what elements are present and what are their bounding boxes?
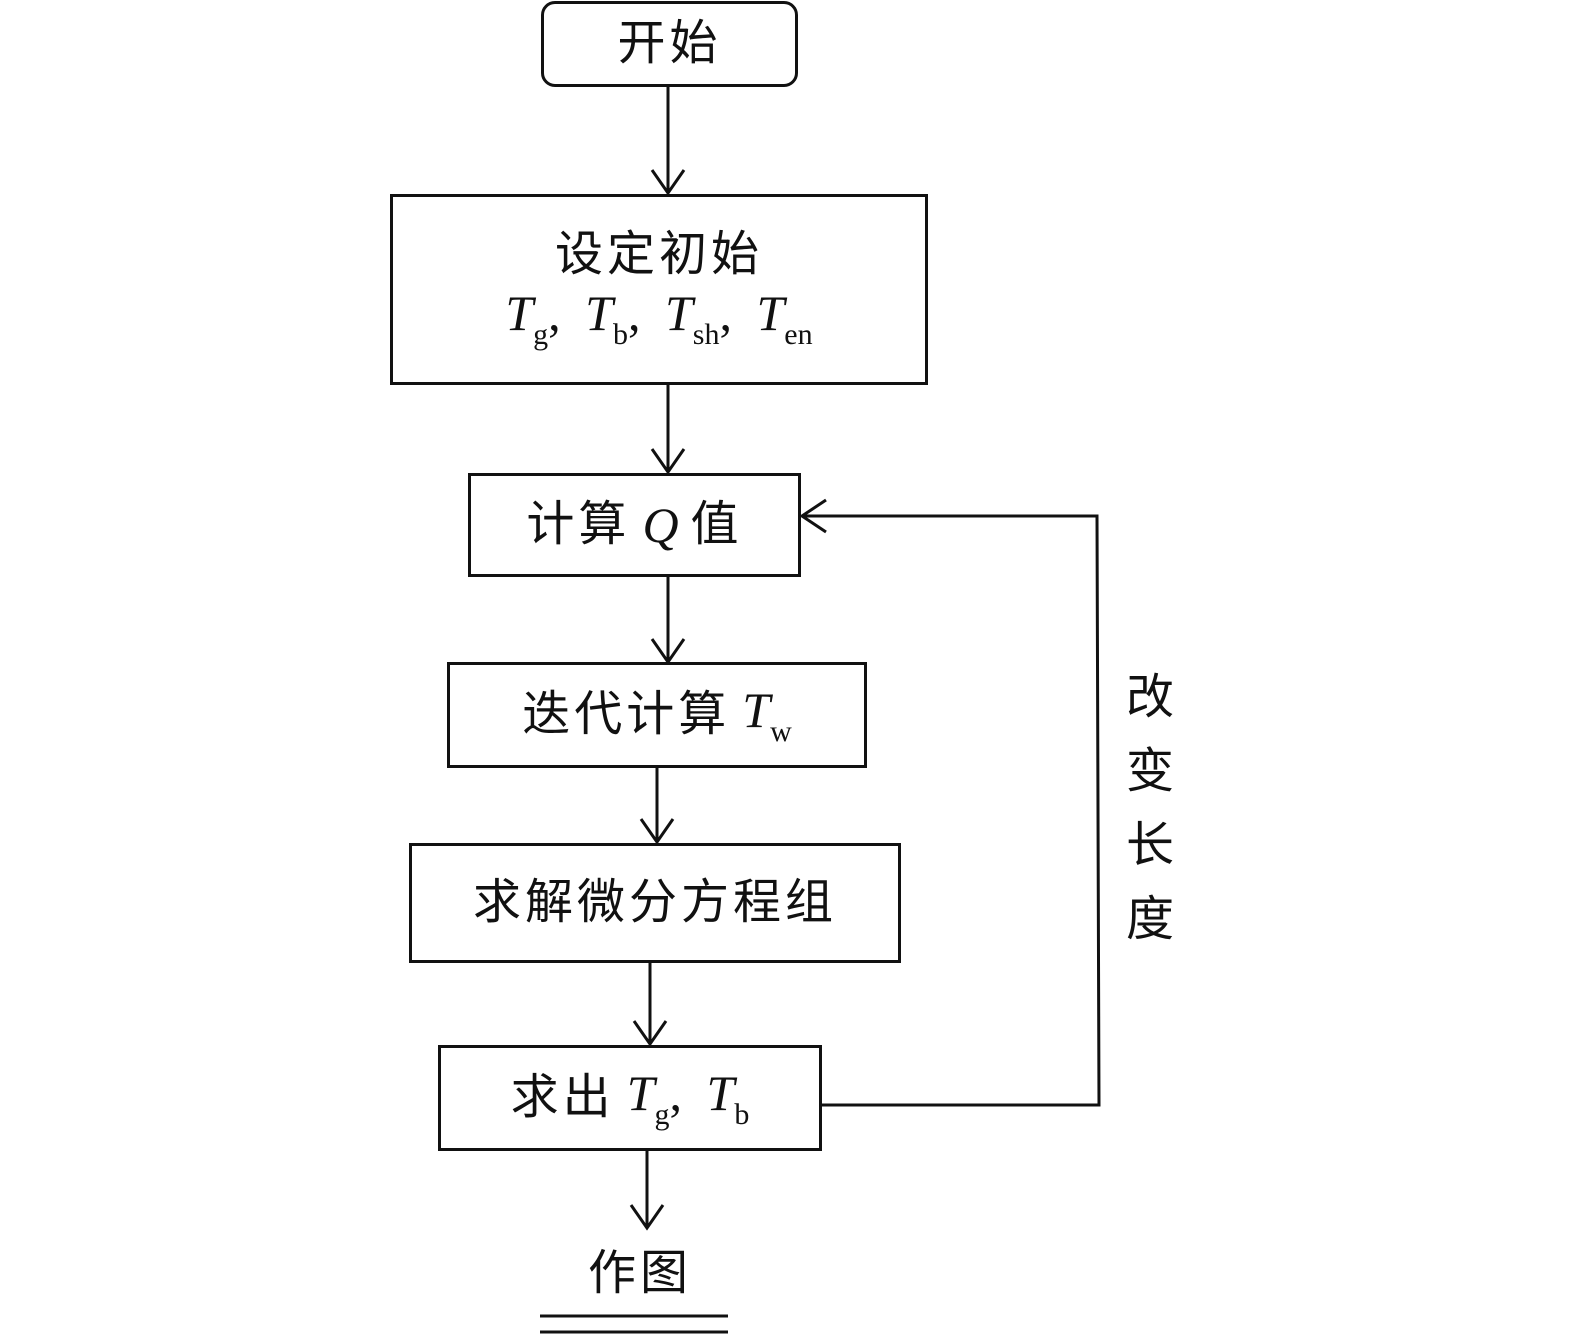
end-label: 作图: [587, 1245, 692, 1301]
init-var-subscript: b: [612, 318, 628, 352]
loop-label-char: 变: [1125, 743, 1174, 799]
init-var-subscript: en: [784, 318, 813, 352]
iterate-variable: Tw: [742, 680, 791, 750]
arrowhead-result: [632, 1020, 668, 1047]
calc-q-symbol: Q: [642, 497, 679, 553]
solve-node: 求解微分方程组: [409, 843, 901, 963]
iterate-node: 迭代计算 Tw: [447, 662, 867, 768]
start-label: 开始: [617, 15, 722, 72]
init-var-symbol: T: [664, 285, 693, 342]
result-var-symbol: T: [706, 1065, 735, 1121]
solve-label: 求解微分方程组: [472, 874, 837, 931]
loop-label-char: 改: [1125, 669, 1174, 725]
iterate-pre: 迭代计算: [522, 686, 731, 743]
arrowhead-calc: [650, 448, 686, 475]
iterate-subscript: w: [770, 715, 792, 748]
init-var-symbol: T: [505, 285, 534, 342]
feedback-loop-line: [802, 514, 1101, 1107]
init-node: 设定初始 Tg, Tb, Tsh, Ten: [390, 194, 928, 385]
arrowhead-loop: [799, 498, 827, 534]
result-var-subscript: g: [654, 1098, 670, 1131]
init-var-separator: ,: [627, 285, 641, 342]
result-var-separator: ,: [669, 1065, 683, 1121]
result-var-symbol: T: [626, 1065, 655, 1121]
arrowhead-end: [629, 1204, 665, 1231]
init-var-subscript: g: [533, 318, 549, 352]
result-node: 求出 Tg, Tb: [438, 1045, 822, 1151]
calc-q-post: 值: [690, 496, 743, 553]
init-var-separator: ,: [719, 285, 732, 342]
calc-q-node: 计算 Q 值: [468, 473, 801, 577]
start-node: 开始: [541, 1, 798, 87]
init-label: 设定初始: [554, 225, 763, 282]
init-var-symbol: T: [585, 285, 613, 342]
loop-label-char: 度: [1125, 891, 1174, 947]
calc-q-pre: 计算: [526, 496, 631, 553]
init-var-symbol: T: [756, 285, 785, 342]
arrowhead-init: [650, 169, 686, 196]
result-var-subscript: b: [734, 1098, 750, 1131]
init-var-separator: ,: [548, 285, 561, 342]
loop-label-char: 长: [1125, 817, 1174, 873]
loop-label: 改 变 长 度: [1122, 660, 1178, 956]
init-variables: Tg, Tb, Tsh, Ten: [505, 283, 812, 353]
result-pre: 求出: [510, 1069, 615, 1126]
result-variables: Tg, Tb: [627, 1063, 750, 1133]
iterate-symbol: T: [742, 682, 771, 738]
init-var-subscript: sh: [692, 318, 720, 352]
arrowhead-solve: [639, 818, 675, 845]
